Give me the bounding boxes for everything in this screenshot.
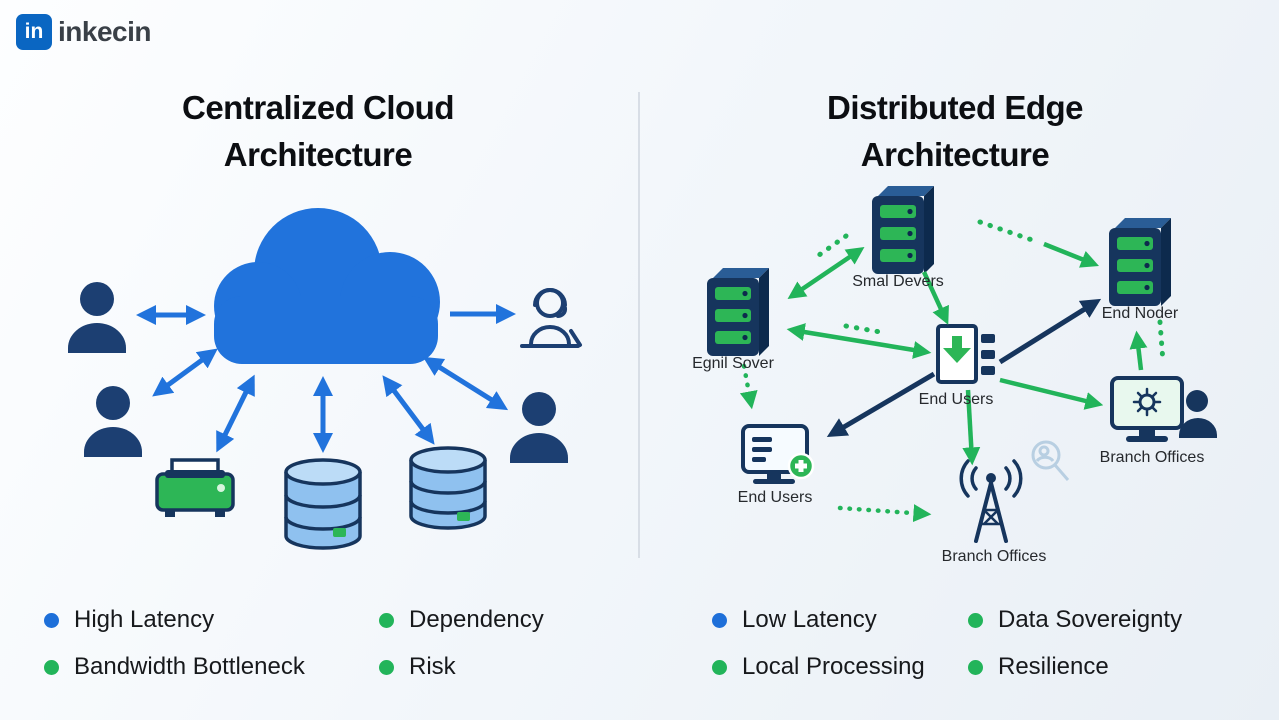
legend-label: Resilience (998, 653, 1109, 680)
legend-item-resilience: Resilience (968, 653, 1252, 681)
server-icon-edge-server (707, 268, 769, 356)
legend-dot (968, 659, 983, 675)
legend-item-bandwidth-bottleneck: Bandwidth Bottleneck (44, 653, 379, 681)
server-icon-small-devices (872, 186, 934, 274)
cloud-icon (214, 208, 440, 364)
right-legend: Low Latency Data Sovereignty Local Proce… (712, 606, 1252, 681)
end-users-document-icon (936, 324, 995, 384)
node-label-end-users-left: End Users (738, 489, 813, 506)
node-label-branch-offices-right: Branch Offices (1100, 449, 1205, 466)
right-panel-title: Distributed Edge Architecture (715, 84, 1195, 178)
legend-dot (712, 612, 727, 628)
node-label-end-nodes: End Noder (1102, 305, 1179, 322)
printer-icon (155, 458, 235, 517)
legend-dot (44, 612, 59, 628)
legend-item-low-latency: Low Latency (712, 606, 968, 634)
edge-green-dotted-links (809, 219, 1166, 365)
right-title-line1: Distributed Edge (826, 89, 1084, 126)
server-icon-end-nodes (1109, 218, 1171, 306)
branch-offices-monitor-icon (1110, 376, 1217, 442)
legend-dot (44, 659, 59, 675)
node-label-branch-offices-bottom: Branch Offices (942, 548, 1047, 565)
cloud-connection-arrows (136, 304, 516, 453)
brand-name: inkecin (58, 16, 151, 47)
legend-dot (379, 612, 394, 628)
left-panel-title: Centralized Cloud Architecture (78, 84, 558, 178)
edge-navy-arrows (826, 298, 1102, 438)
edge-green-arrows (739, 241, 1148, 523)
branch-offices-antenna-icon (959, 459, 1023, 543)
legend-dot (968, 612, 983, 628)
legend-item-risk: Risk (379, 653, 632, 681)
panel-divider (638, 92, 640, 558)
left-legend: High Latency Dependency Bandwidth Bottle… (44, 606, 632, 681)
right-title-line2: Architecture (860, 136, 1050, 173)
node-label-end-users-center: End Users (919, 391, 994, 408)
user-icon-top-left (68, 282, 126, 353)
legend-label: Local Processing (742, 653, 925, 680)
legend-item-data-sovereignty: Data Sovereignty (968, 606, 1252, 634)
legend-label: Risk (409, 653, 456, 680)
legend-item-high-latency: High Latency (44, 606, 379, 634)
left-title-line1: Centralized Cloud (181, 89, 455, 126)
user-icon-bottom-right (510, 392, 568, 463)
linkedin-logo: in inkecin (16, 14, 151, 50)
node-label-edge-server: Egnil Sover (692, 355, 774, 372)
database-icon-right (409, 446, 487, 530)
end-users-computer-icon (741, 424, 815, 484)
support-agent-icon (520, 288, 582, 348)
legend-dot (379, 659, 394, 675)
linkedin-icon: in (16, 14, 52, 50)
legend-label: Data Sovereignty (998, 606, 1183, 633)
legend-item-dependency: Dependency (379, 606, 632, 634)
legend-label: High Latency (74, 606, 215, 633)
legend-item-local-processing: Local Processing (712, 653, 968, 681)
user-icon-bottom-left (84, 386, 142, 457)
sketch-decoration-icon (1031, 440, 1070, 481)
legend-dot (712, 659, 727, 675)
legend-label: Low Latency (742, 606, 877, 633)
left-title-line2: Architecture (223, 136, 413, 173)
legend-label: Dependency (409, 606, 544, 633)
database-icon-center (284, 458, 362, 550)
node-label-small-devices: Smal Devers (852, 273, 944, 290)
legend-label: Bandwidth Bottleneck (74, 653, 305, 680)
